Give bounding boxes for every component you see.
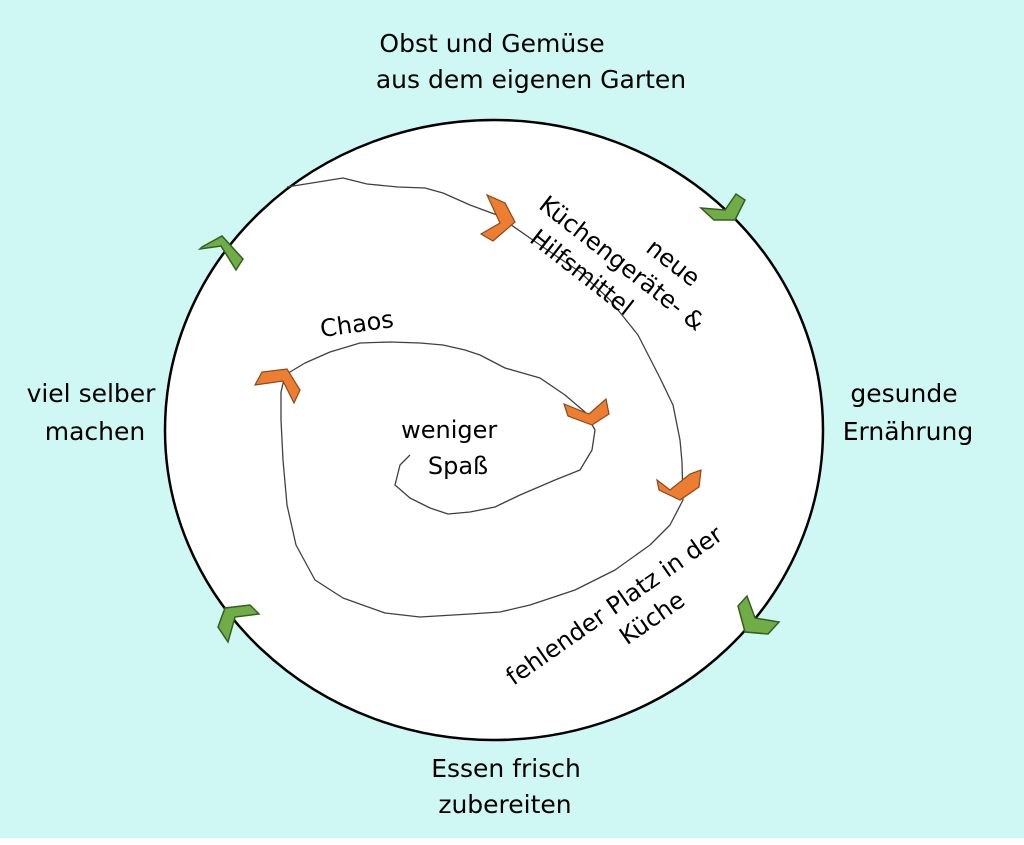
inner-arrows [253, 193, 702, 501]
outer-circle [163, 118, 825, 742]
outer-arrow-top-left [197, 235, 244, 272]
label-left-line-2: machen [45, 417, 146, 446]
spiral-line [280, 177, 684, 618]
outer-arrow-bottom-right [737, 594, 781, 635]
outer-arrows [197, 192, 781, 644]
label-left-line-1: viel selber [27, 379, 157, 408]
label-top: Obst und Gemüse aus dem eigenen Garten [376, 29, 686, 94]
outer-arrow-top-right [698, 192, 746, 221]
outer-arrow-bottom-left [217, 604, 261, 644]
label-spass-line-1: weniger [401, 416, 497, 444]
label-bottom-line-1: Essen frisch [431, 754, 581, 783]
label-left: viel selber machen [27, 379, 164, 446]
label-bottom-line-2: zubereiten [438, 790, 571, 819]
label-spass: weniger Spaß [401, 416, 505, 480]
label-top-line-2: aus dem eigenen Garten [376, 65, 686, 94]
label-right-line-1: gesunde [850, 379, 957, 408]
inner-arrow-spass [563, 397, 610, 426]
inner-arrow-platz [656, 469, 702, 501]
inner-arrow-kuechengeraete [479, 193, 516, 242]
label-spass-line-2: Spaß [428, 452, 488, 480]
label-right-line-2: Ernährung [843, 417, 973, 446]
inner-arrow-chaos [253, 368, 301, 405]
label-bottom: Essen frisch zubereiten [431, 754, 589, 819]
label-right: gesunde Ernährung [843, 379, 973, 446]
label-top-line-1: Obst und Gemüse [379, 29, 604, 58]
